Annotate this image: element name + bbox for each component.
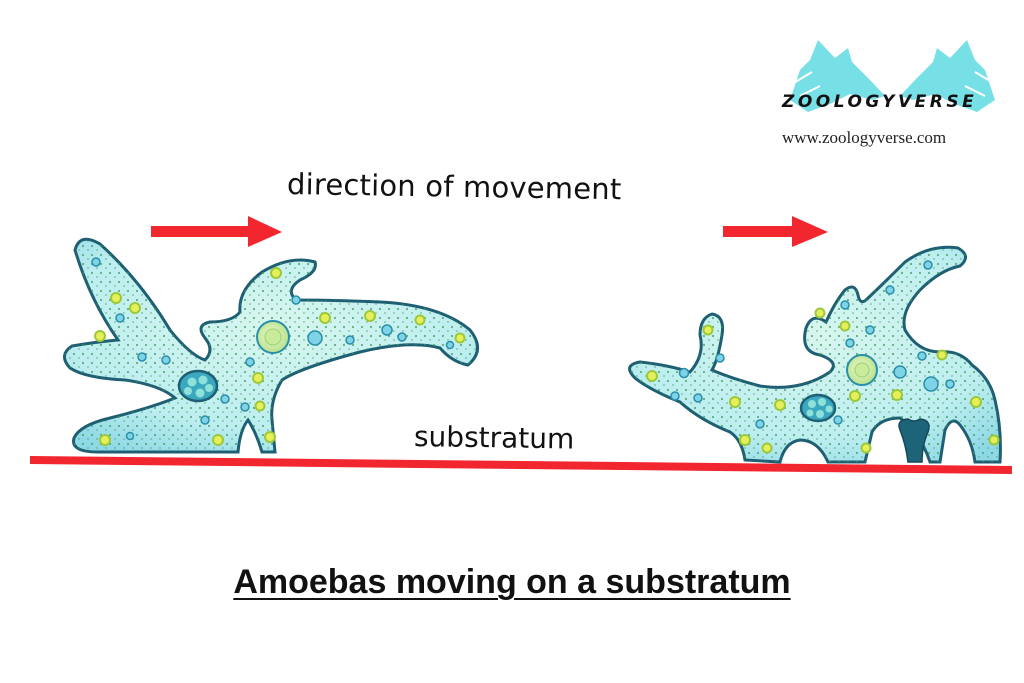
caption-text: Amoebas moving on a substratum [233, 563, 791, 601]
direction-of-movement-label: direction of movement [286, 167, 622, 207]
substrate-attachment [898, 418, 930, 463]
vacuoles [670, 260, 955, 429]
figure-caption: Amoebas moving on a substratum [0, 563, 1024, 602]
logo-url-text: www.zoologyverse.com [782, 128, 947, 147]
nucleus [799, 393, 837, 423]
substratum-line [30, 456, 1012, 474]
food-vacuoles [646, 307, 1000, 454]
food-vacuoles [94, 267, 466, 446]
direction-arrow-right [723, 216, 828, 247]
nucleus [177, 369, 219, 403]
right-amoeba [628, 245, 1002, 464]
vacuoles [91, 257, 455, 441]
twin-wolf-heads-icon [790, 40, 996, 112]
direction-arrow-left [151, 216, 282, 247]
left-amoeba [63, 237, 479, 454]
contractile-vacuole [256, 320, 290, 354]
contractile-vacuole [846, 354, 878, 386]
substratum-label: substratum [413, 420, 575, 456]
logo-brand-text: ZOOLOGYVERSE [782, 92, 978, 112]
